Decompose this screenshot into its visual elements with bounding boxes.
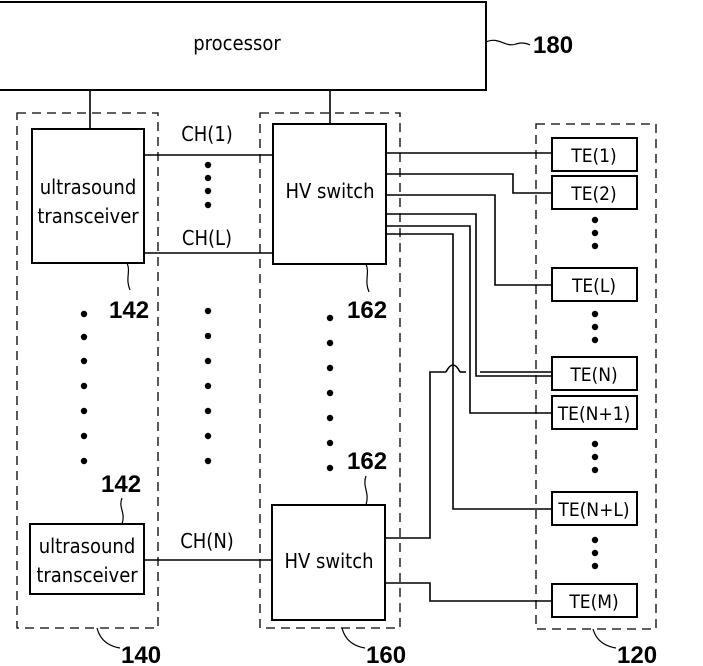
switch-ref-number-top: 162 bbox=[347, 297, 387, 324]
element-group-ref-leader bbox=[593, 629, 616, 648]
transceiver-ref-leader-bottom bbox=[121, 498, 123, 524]
switch-ref-leader-top bbox=[366, 264, 369, 292]
ultrasound-transceiver-bottom: ultrasound transceiver bbox=[30, 524, 144, 594]
switch-ref-leader-bottom bbox=[365, 476, 367, 505]
element-ellipsis-dots-2 bbox=[592, 311, 598, 343]
transducer-element-m: TE(M) bbox=[552, 584, 637, 617]
hv-switch-top-label: HV switch bbox=[286, 179, 375, 203]
channel-middle-ellipsis-dots bbox=[205, 308, 211, 464]
hv-switch-bottom: HV switch bbox=[272, 505, 385, 620]
processor-block: processor bbox=[0, 2, 486, 90]
bottom-switch-element-wiring bbox=[385, 365, 552, 601]
transceiver-ref-leader-top bbox=[127, 263, 130, 290]
transceiver-bottom-label-line1: ultrasound bbox=[39, 534, 136, 558]
top-switch-element-wiring bbox=[386, 153, 552, 509]
element-ellipsis-dots-4 bbox=[592, 537, 598, 569]
switch-ref-number-bottom: 162 bbox=[347, 448, 387, 475]
transceiver-ellipsis-dots bbox=[81, 311, 87, 464]
switch-group-ref-leader bbox=[342, 628, 365, 648]
processor-ref-number: 180 bbox=[533, 32, 573, 59]
transceiver-bottom-label-line2: transceiver bbox=[36, 563, 138, 587]
transducer-element-l-label: TE(L) bbox=[571, 275, 616, 297]
transducer-element-n-plus-l-label: TE(N+L) bbox=[557, 499, 629, 521]
transducer-element-n-plus-l: TE(N+L) bbox=[552, 492, 637, 525]
element-ellipsis-dots-3 bbox=[592, 441, 598, 473]
transducer-element-m-label: TE(M) bbox=[568, 591, 618, 613]
transceiver-ref-number-bottom: 142 bbox=[101, 471, 141, 498]
transducer-element-l: TE(L) bbox=[552, 268, 637, 301]
transducer-element-n-plus-1-label: TE(N+1) bbox=[557, 403, 631, 425]
transceiver-group-ref-leader bbox=[97, 628, 120, 648]
processor-label: processor bbox=[193, 31, 281, 55]
switch-ellipsis-dots bbox=[327, 315, 333, 471]
processor-ref-leader bbox=[486, 40, 530, 45]
transducer-element-2-label: TE(2) bbox=[570, 183, 616, 205]
transducer-element-n-plus-1: TE(N+1) bbox=[552, 396, 637, 429]
hv-switch-top: HV switch bbox=[273, 124, 386, 264]
transceiver-top-label-line2: transceiver bbox=[37, 204, 139, 228]
channel-ellipsis-dots bbox=[205, 162, 211, 208]
transducer-element-1-label: TE(1) bbox=[570, 145, 616, 167]
channel-label-first: CH(1) bbox=[181, 122, 233, 146]
transducer-element-n-label: TE(N) bbox=[569, 364, 617, 386]
ultrasound-transceiver-top: ultrasound transceiver bbox=[32, 129, 144, 263]
transceiver-group-ref-number: 140 bbox=[121, 642, 161, 666]
element-group-ref-number: 120 bbox=[617, 642, 657, 666]
channel-label-bottom: CH(N) bbox=[180, 529, 234, 553]
transducer-element-n: TE(N) bbox=[552, 357, 637, 390]
channel-label-last: CH(L) bbox=[182, 226, 232, 250]
transducer-element-2: TE(2) bbox=[552, 176, 637, 209]
element-ellipsis-dots-1 bbox=[592, 217, 598, 249]
transducer-element-1: TE(1) bbox=[552, 138, 637, 171]
switch-group-ref-number: 160 bbox=[366, 642, 406, 666]
transceiver-ref-number-top: 142 bbox=[109, 297, 149, 324]
transceiver-top-label-line1: ultrasound bbox=[40, 175, 137, 199]
hv-switch-bottom-label: HV switch bbox=[285, 549, 374, 573]
